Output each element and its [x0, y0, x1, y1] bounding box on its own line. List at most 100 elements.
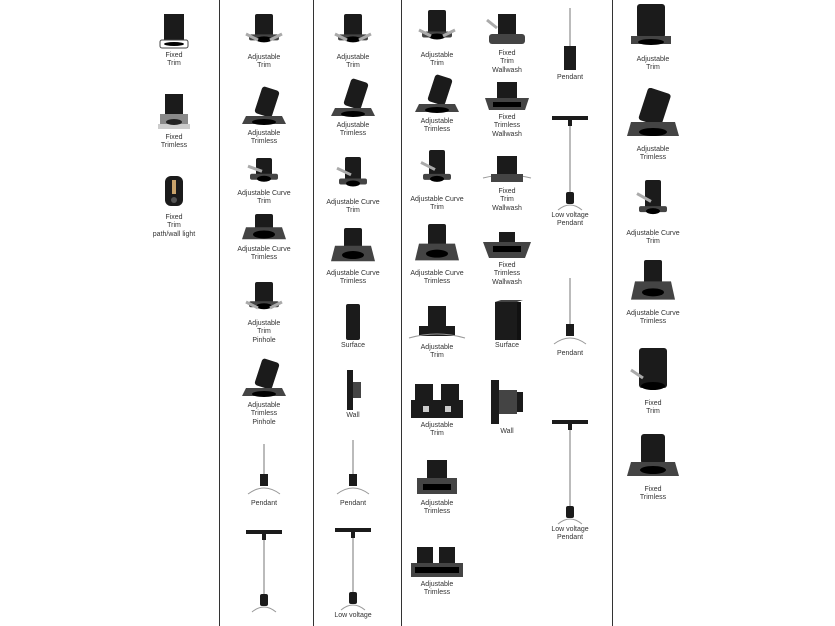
product-caption: Pendant: [530, 350, 610, 358]
caption-line: Trimless: [423, 508, 451, 516]
luminaire-icon: [467, 376, 547, 428]
caption-line: Adjustable Curve: [626, 230, 680, 237]
luminaire-icon-graphic: [552, 116, 588, 211]
luminaire-icon-graphic: [486, 14, 525, 44]
luminaire-icon-graphic: [242, 86, 286, 125]
caption-line: Trim: [430, 204, 444, 212]
caption-line: Adjustable: [247, 320, 281, 327]
caption-line: Wallwash: [492, 204, 522, 212]
product-caption: Pendant: [313, 500, 393, 508]
caption-line: Trimless: [423, 278, 451, 286]
luminaire-icon-graphic: [482, 156, 532, 182]
product-caption: Wall: [467, 428, 547, 436]
luminaire-icon-graphic: [242, 214, 286, 240]
caption-line: Adjustable: [420, 581, 454, 588]
caption-line: Pendant: [556, 74, 584, 81]
caption-line: Fixed: [498, 262, 516, 269]
luminaire-icon: [613, 178, 693, 230]
luminaire-icon-graphic: [346, 304, 360, 340]
caption-line: Fixed: [165, 52, 183, 59]
luminaire-icon: [397, 8, 477, 52]
luminaire-icon-graphic: [631, 4, 671, 45]
product-item: Pendant: [224, 444, 304, 508]
product-item: Surface: [313, 302, 393, 350]
caption-line: Pendant: [556, 350, 584, 357]
caption-line: Pendant: [339, 500, 367, 507]
luminaire-icon-graphic: [495, 300, 523, 340]
caption-line: Pinhole: [252, 336, 276, 344]
luminaire-icon: [397, 74, 477, 118]
caption-line: Trim: [257, 62, 271, 70]
luminaire-icon: [397, 222, 477, 270]
caption-line: Adjustable: [420, 500, 454, 507]
caption-line: Surface: [494, 342, 520, 349]
caption-line: Adjustable: [247, 402, 281, 409]
product-item: Wall: [313, 368, 393, 420]
product-item: Pendant: [530, 278, 610, 358]
luminaire-icon-graphic: [246, 530, 282, 613]
caption-line: Adjustable: [247, 54, 281, 61]
luminaire-icon: [613, 346, 693, 400]
luminaire-icon: [313, 155, 393, 199]
luminaire-icon: [467, 154, 547, 188]
luminaire-icon: [467, 230, 547, 262]
luminaire-icon-graphic: [411, 384, 463, 418]
caption-line: Wall: [500, 428, 514, 435]
caption-line: Surface: [340, 342, 366, 349]
caption-line: Trim: [646, 408, 660, 416]
luminaire-icon-graphic: [331, 228, 375, 262]
caption-line: Adjustable Curve: [626, 310, 680, 317]
caption-line: Adjustable: [420, 422, 454, 429]
caption-line: Trimless: [250, 410, 278, 418]
caption-line: Wallwash: [492, 278, 522, 286]
luminaire-icon-graphic: [483, 232, 531, 258]
caption-line: Trimless: [339, 278, 367, 286]
luminaire-icon-graphic: [331, 78, 375, 117]
caption-line: Adjustable: [636, 146, 670, 153]
luminaire-icon: [467, 300, 547, 342]
luminaire-icon: [134, 12, 214, 52]
luminaire-icon-graphic: [336, 157, 367, 187]
product-item: [224, 528, 304, 614]
caption-line: Trim: [430, 430, 444, 438]
caption-line: Fixed: [644, 400, 662, 407]
caption-line: Trim: [646, 64, 660, 72]
caption-line: Pinhole: [252, 418, 276, 426]
caption-line: Trimless: [639, 154, 667, 162]
caption-line: Trim: [500, 58, 514, 66]
caption-line: Adjustable Curve: [326, 270, 380, 277]
product-caption: Wall: [313, 412, 393, 420]
caption-line: Pendant: [556, 534, 584, 542]
luminaire-icon: [313, 368, 393, 412]
column-divider: [401, 0, 402, 626]
caption-line: Trim: [257, 328, 271, 336]
product-caption: Pendant: [224, 500, 304, 508]
caption-line: Trimless: [423, 589, 451, 597]
luminaire-icon: [530, 114, 610, 212]
luminaire-icon: [134, 92, 214, 134]
